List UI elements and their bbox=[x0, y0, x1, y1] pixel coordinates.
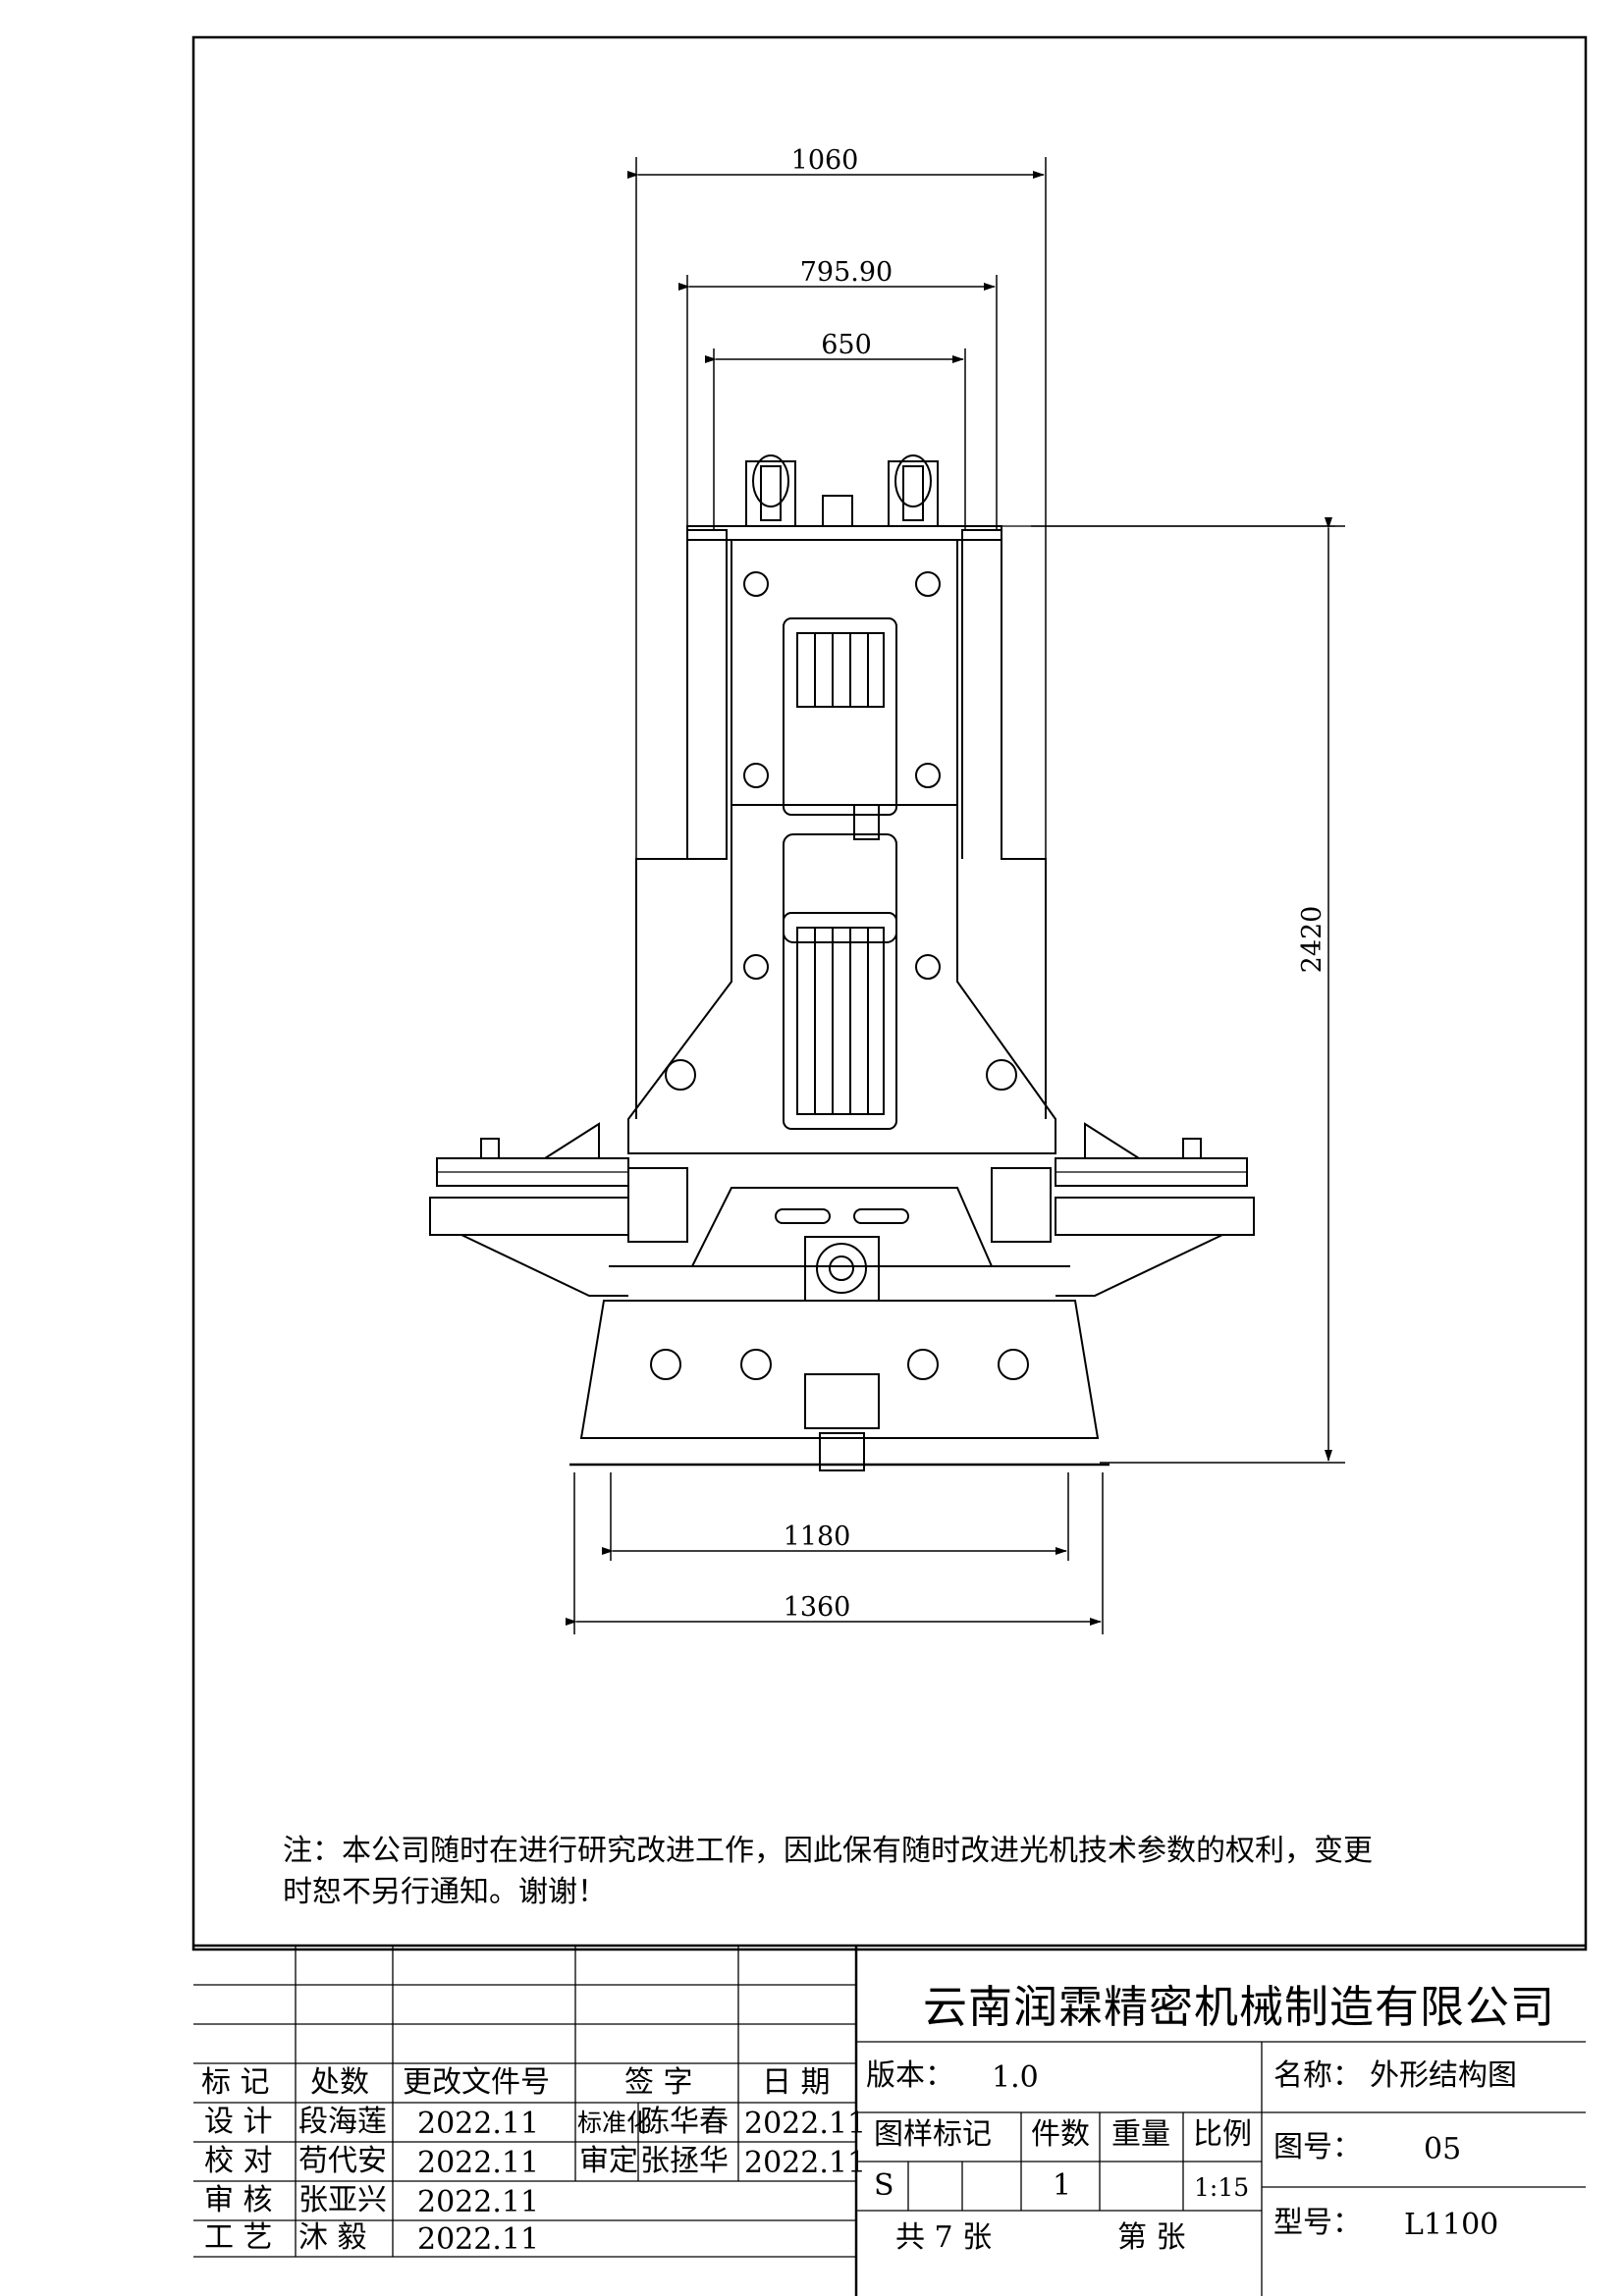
rear-column-left bbox=[635, 529, 728, 864]
bolt-hole bbox=[743, 571, 769, 597]
bolt-hole bbox=[743, 954, 769, 980]
base-hole bbox=[998, 1349, 1029, 1380]
date-check: 2022.11 bbox=[417, 2146, 540, 2180]
bolt-hole bbox=[665, 1059, 696, 1091]
name-check: 苟代安 bbox=[298, 2144, 387, 2178]
header-mark: 标 记 bbox=[201, 2065, 270, 2100]
base-hole bbox=[650, 1349, 681, 1380]
side-rail-right bbox=[1055, 1122, 1255, 1297]
upper-window bbox=[783, 617, 897, 816]
quantity-value: 1 bbox=[1053, 2168, 1072, 2203]
dim-top-width: 1060 bbox=[791, 145, 859, 176]
rear-column-right bbox=[961, 529, 1047, 864]
drawing-no-label: 图号： bbox=[1273, 2130, 1362, 2164]
version-label: 版本： bbox=[866, 2058, 954, 2093]
upper-grille bbox=[796, 632, 885, 708]
quantity-label: 件数 bbox=[1031, 2117, 1090, 2152]
column-upper-panel bbox=[731, 539, 958, 806]
bolt-hole bbox=[915, 571, 941, 597]
bolt-hole bbox=[915, 763, 941, 788]
total-sheets: 共 7 张 bbox=[895, 2220, 993, 2255]
lower-grille bbox=[796, 927, 885, 1115]
role-design: 设 计 bbox=[204, 2105, 273, 2139]
dimension-labels: 1060 795.90 650 2420 1180 1360 bbox=[784, 145, 1327, 1623]
sheet-border bbox=[191, 35, 1588, 1951]
disclaimer-note: 注：本公司随时在进行研究改进工作，因此保有随时改进光机技术参数的权利，变更 时恕… bbox=[283, 1834, 1373, 1909]
top-pulley-left bbox=[745, 454, 796, 527]
dim-mid-width: 795.90 bbox=[800, 257, 893, 288]
sheet-number: 第 张 bbox=[1117, 2220, 1186, 2255]
dim-inner-width: 650 bbox=[821, 330, 872, 360]
drawing-name: 外形结构图 bbox=[1370, 2058, 1517, 2093]
dim-base-width: 1180 bbox=[784, 1522, 851, 1552]
bolt-hole bbox=[986, 1059, 1017, 1091]
sample-mark-label: 图样标记 bbox=[874, 2117, 992, 2152]
role-process: 工 艺 bbox=[204, 2220, 273, 2255]
role-approval: 审定 bbox=[579, 2144, 638, 2178]
dimension-lines bbox=[566, 157, 1345, 1634]
top-plate bbox=[686, 525, 1002, 541]
top-block bbox=[822, 495, 853, 527]
base-hole bbox=[740, 1349, 772, 1380]
name-approval: 张拯华 bbox=[640, 2144, 729, 2178]
carriage-right-block bbox=[991, 1167, 1052, 1243]
name-standardization: 陈华春 bbox=[640, 2105, 729, 2139]
spindle-nose bbox=[816, 1243, 867, 1294]
mid-window bbox=[783, 833, 897, 943]
header-count: 处数 bbox=[310, 2065, 369, 2100]
lower-window bbox=[783, 912, 897, 1130]
base-hole bbox=[907, 1349, 939, 1380]
name-design: 段海莲 bbox=[298, 2105, 387, 2139]
model-label: 型号： bbox=[1273, 2206, 1362, 2240]
date-standardization: 2022.11 bbox=[744, 2107, 867, 2141]
date-design: 2022.11 bbox=[417, 2107, 540, 2141]
title-block-grid bbox=[193, 1944, 1586, 2296]
mid-bracket bbox=[853, 804, 880, 840]
scale-label: 比例 bbox=[1193, 2117, 1252, 2152]
dim-overall-width: 1360 bbox=[784, 1592, 851, 1623]
dim-height: 2420 bbox=[1297, 906, 1327, 974]
main-column bbox=[627, 539, 1056, 1154]
bolt-hole bbox=[915, 954, 941, 980]
company-name: 云南润霖精密机械制造有限公司 bbox=[923, 1981, 1556, 2033]
model-value: L1100 bbox=[1404, 2208, 1499, 2242]
version-value: 1.0 bbox=[992, 2060, 1039, 2095]
machine-base bbox=[579, 1300, 1100, 1439]
date-process: 2022.11 bbox=[417, 2222, 540, 2257]
name-process: 沐 毅 bbox=[298, 2220, 367, 2255]
drawing-no-value: 05 bbox=[1424, 2132, 1462, 2166]
name-review: 张亚兴 bbox=[298, 2183, 387, 2217]
base-foot-block bbox=[819, 1432, 865, 1471]
base-pocket bbox=[804, 1373, 880, 1429]
bolt-hole bbox=[743, 763, 769, 788]
scale-value: 1:15 bbox=[1194, 2173, 1250, 2202]
role-standardization: 标准化 bbox=[577, 2109, 652, 2137]
machine-front-view bbox=[429, 454, 1335, 1471]
role-review: 审 核 bbox=[204, 2183, 273, 2217]
role-check: 校 对 bbox=[204, 2144, 273, 2178]
carriage-left-block bbox=[627, 1167, 688, 1243]
header-date: 日 期 bbox=[762, 2065, 831, 2100]
date-review: 2022.11 bbox=[417, 2185, 540, 2219]
side-rail-left bbox=[429, 1122, 629, 1297]
date-approval: 2022.11 bbox=[744, 2146, 867, 2180]
weight-label: 重量 bbox=[1111, 2117, 1170, 2152]
sample-mark-value: S bbox=[874, 2168, 894, 2203]
spindle-housing bbox=[690, 1187, 994, 1267]
header-change-doc: 更改文件号 bbox=[403, 2065, 550, 2100]
name-label: 名称： bbox=[1273, 2058, 1362, 2093]
top-pulley-right bbox=[888, 454, 939, 527]
header-signature: 签 字 bbox=[624, 2065, 693, 2100]
